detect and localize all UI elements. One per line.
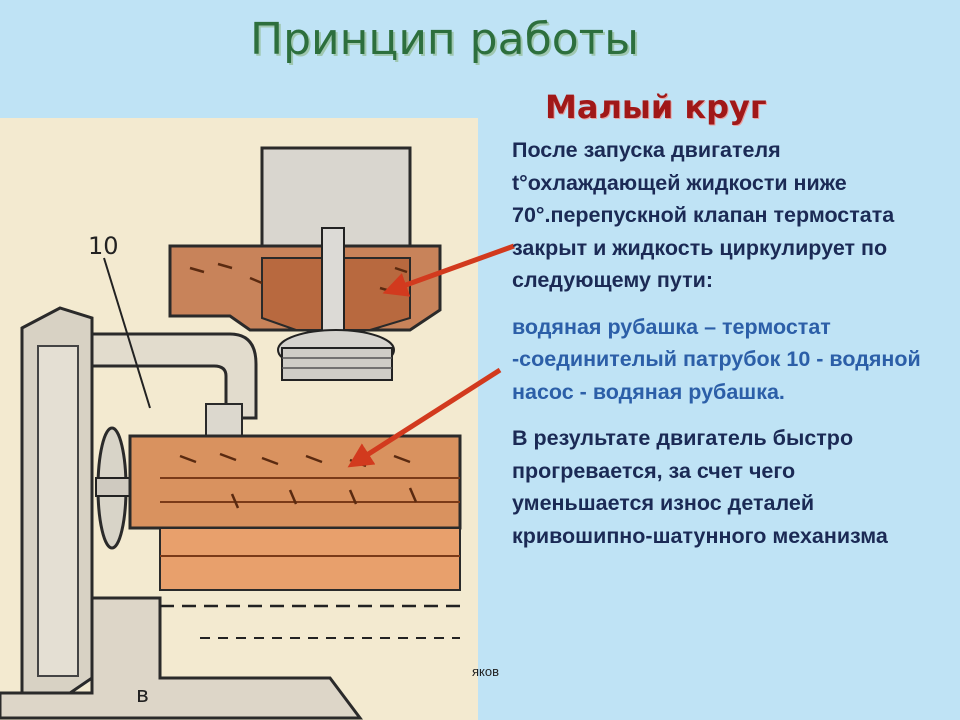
footer-author: яков [472, 664, 499, 679]
water-jacket-upper [130, 436, 460, 528]
thermostat-bellows-body [282, 348, 392, 380]
water-jacket-lower [160, 528, 460, 590]
radiator-core [38, 346, 78, 676]
coolant-path-paragraph: водяная рубашка – термостат -соединителы… [512, 311, 942, 409]
slide-subtitle: Малый круг [545, 88, 767, 126]
result-paragraph: В результате двигатель быстро прогревает… [512, 422, 942, 552]
engine-cooling-diagram: 10 в [0, 118, 478, 720]
slide-title: Принцип работы [250, 14, 670, 65]
startup-paragraph: После запуска двигателя t°охлаждающей жи… [512, 134, 942, 297]
part-10-label: 10 [88, 232, 119, 260]
view-label: в [136, 683, 149, 708]
explanation-text: После запуска двигателя t°охлаждающей жи… [512, 134, 942, 566]
thermostat-valve-stem [322, 228, 344, 338]
